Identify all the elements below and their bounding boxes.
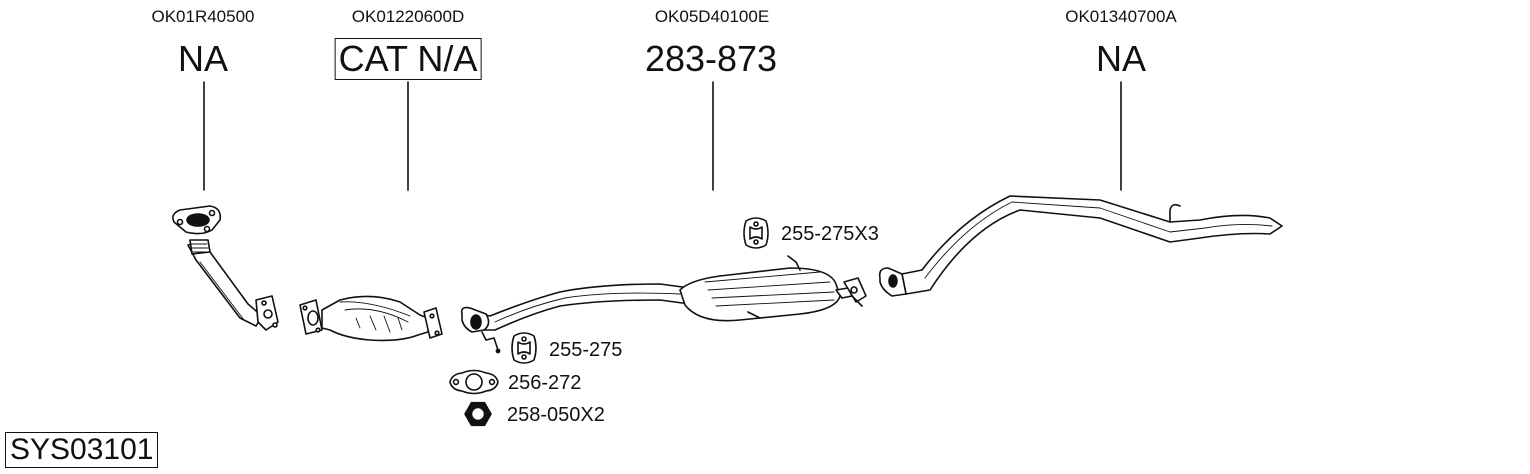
tail-pipe-icon <box>878 195 1283 297</box>
part-number-tail-pipe[interactable]: NA <box>1095 38 1147 79</box>
gasket-icon <box>449 369 499 395</box>
system-id: SYS03101 <box>5 432 159 468</box>
accessory-label-hanger[interactable]: 255-275 <box>549 339 623 361</box>
nut-icon <box>464 401 492 427</box>
oe-code-cat: OK01220600D <box>351 7 465 26</box>
accessory-label-nut[interactable]: 258-050X2 <box>507 404 605 426</box>
oe-code-middle-silencer: OK05D40100E <box>654 7 770 26</box>
accessory-label-hanger-x3[interactable]: 255-275X3 <box>781 223 879 245</box>
oe-code-tail-pipe: OK01340700A <box>1065 7 1177 26</box>
accessory-label-gasket[interactable]: 256-272 <box>508 372 582 394</box>
rubber-hanger-icon <box>743 217 769 249</box>
middle-silencer-icon <box>460 255 867 354</box>
part-number-front-pipe[interactable]: NA <box>177 38 229 79</box>
catalytic-converter-icon <box>299 295 443 342</box>
rubber-hanger-icon <box>511 332 537 364</box>
front-pipe-icon <box>172 205 279 331</box>
oe-code-front-pipe: OK01R40500 <box>151 7 255 26</box>
part-number-middle-silencer[interactable]: 283-873 <box>644 38 778 79</box>
part-number-cat[interactable]: CAT N/A <box>334 38 482 80</box>
